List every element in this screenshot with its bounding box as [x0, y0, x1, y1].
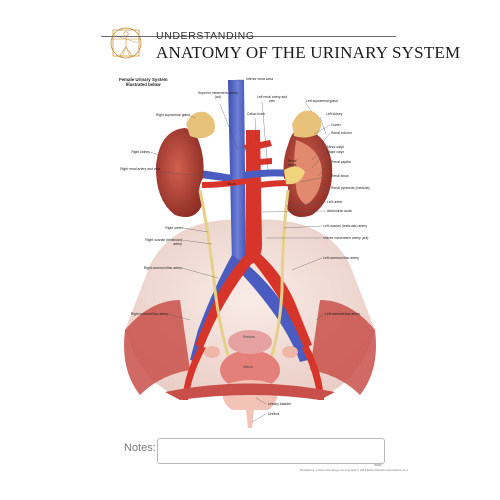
right-kidney	[155, 128, 204, 218]
left-suprarenal-gland	[292, 110, 322, 138]
leader-lines	[149, 79, 331, 423]
label-renal-sinus: Renal sinus	[331, 174, 349, 178]
label-cortex: Cortex	[331, 123, 341, 127]
label-left-common-iliac-artery: Left common iliac artery	[323, 256, 359, 260]
vitruvian-man-logo-icon	[110, 27, 142, 59]
notes-box	[157, 438, 385, 464]
product-code: 9999F	[374, 463, 382, 467]
caption-line-1: Female Urinary System	[119, 77, 168, 82]
label-left-renal-artery-vein: Left renal artery and vein	[256, 95, 288, 103]
right-common-iliac-artery	[195, 250, 256, 348]
label-inferior-mesenteric-artery: Inferior mesenteric artery (cut)	[323, 236, 369, 240]
label-right-suprarenal-gland: Right suprarenal gland	[155, 113, 190, 117]
right-renal-artery	[202, 178, 246, 188]
label-renal-pelvis: Renal pelvis	[287, 159, 297, 167]
label-renal-column: Renal column	[331, 131, 352, 135]
label-left-ureter: Left ureter	[327, 200, 343, 204]
header-subtitle: UNDERSTANDING	[156, 30, 255, 42]
header-title: ANATOMY OF THE URINARY SYSTEM	[156, 43, 461, 62]
label-renal-papilla: Renal papilla	[331, 160, 351, 164]
aortic-branches	[244, 140, 272, 166]
label-left-external-iliac-artery: Left external iliac artery	[325, 312, 361, 316]
illustration-caption: Female Urinary System Illustrated below	[119, 77, 168, 88]
left-ureter	[268, 189, 290, 363]
urethra	[246, 410, 254, 428]
label-right-external-iliac-artery: Right external iliac artery	[130, 312, 168, 316]
label-inferior-vena-cava: Inferior vena cava	[246, 77, 273, 81]
label-right-common-iliac-artery: Right common iliac artery	[143, 266, 182, 270]
label-celiac-trunk: Celiac trunk	[247, 112, 265, 116]
label-uterus: Uterus	[243, 365, 253, 369]
label-left-suprarenal-gland: Left suprarenal gland	[306, 99, 338, 103]
label-major-calyx: Major calyx	[327, 150, 345, 154]
left-renal-artery	[260, 180, 290, 188]
label-left-ovarian-artery: Left ovarian (testicular) artery	[323, 224, 368, 228]
label-renal-pyramids: Renal pyramids (medulla)	[331, 186, 370, 190]
left-external-iliac-artery	[302, 345, 324, 400]
header-rule	[101, 36, 396, 37]
right-ureter	[198, 189, 232, 363]
label-urethra: Urethra	[268, 412, 280, 416]
rectum	[228, 330, 272, 354]
label-right-renal-artery-vein: Right renal artery and vein	[120, 167, 160, 171]
left-kidney-medulla	[294, 140, 322, 205]
label-abdominal-aorta: Abdominal aorta	[327, 209, 352, 213]
label-minor-calyx: Minor calyx	[327, 145, 345, 149]
copyright-text: Illustrations, content and design are co…	[300, 468, 409, 472]
left-renal-vein	[244, 169, 288, 179]
uterus	[220, 350, 280, 390]
label-right-kidney: Right kidney	[131, 150, 150, 154]
label-hilum: Hilum	[227, 182, 236, 186]
right-pelvic-wall	[124, 300, 190, 395]
left-ovary	[282, 346, 298, 358]
right-suprarenal-gland	[186, 111, 215, 139]
left-pelvic-wall	[310, 300, 376, 395]
label-left-kidney: Left kidney	[326, 112, 343, 116]
label-right-ovarian-artery: Right ovarian (testicular) artery	[145, 238, 182, 246]
right-external-iliac-artery	[182, 345, 206, 400]
notes-label: Notes:	[124, 442, 156, 454]
label-right-ureter: Right ureter	[165, 226, 183, 230]
caption-line-2: Illustrated below	[125, 82, 161, 88]
left-common-iliac-vein	[238, 260, 308, 362]
right-ovary	[204, 346, 220, 358]
inferior-vena-cava	[228, 80, 248, 272]
label-rectum: Rectum	[243, 335, 255, 339]
pelvic-cavity-shape	[125, 219, 375, 395]
pelvic-floor	[165, 383, 335, 400]
left-renal-pelvis	[284, 166, 305, 185]
right-renal-vessels	[200, 170, 232, 182]
label-urinary-bladder: Urinary bladder	[268, 402, 292, 406]
label-superior-mesenteric-artery: Superior mesenteric artery (cut)	[198, 91, 238, 99]
